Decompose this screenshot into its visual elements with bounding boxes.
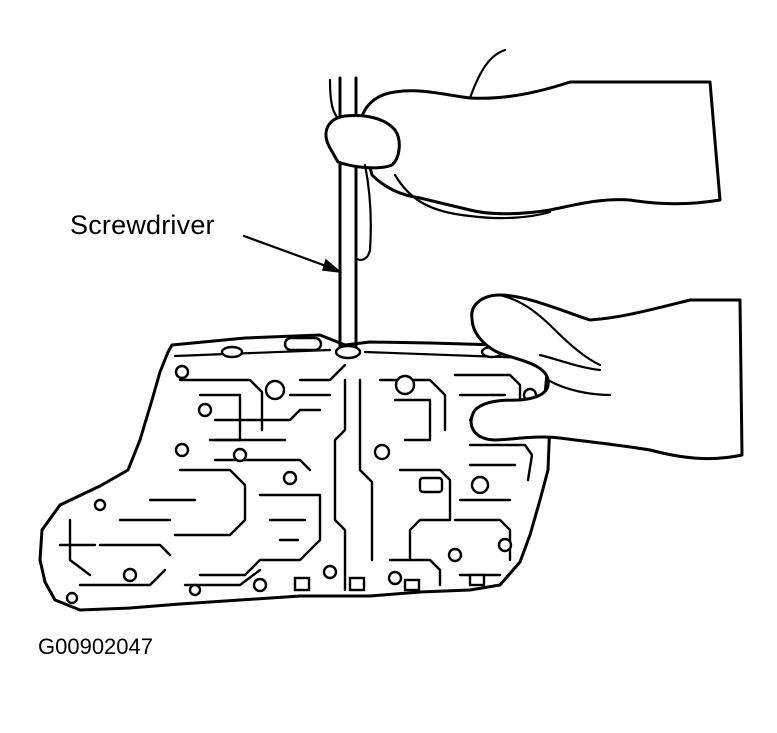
callout-leader bbox=[242, 234, 343, 274]
upper-hand bbox=[324, 48, 722, 261]
valve-body bbox=[38, 333, 552, 612]
valve-body-channels bbox=[58, 363, 538, 605]
lower-hand bbox=[469, 293, 744, 461]
screwdriver-callout-label: Screwdriver bbox=[70, 210, 215, 240]
figure-id: G00902047 bbox=[38, 634, 153, 659]
